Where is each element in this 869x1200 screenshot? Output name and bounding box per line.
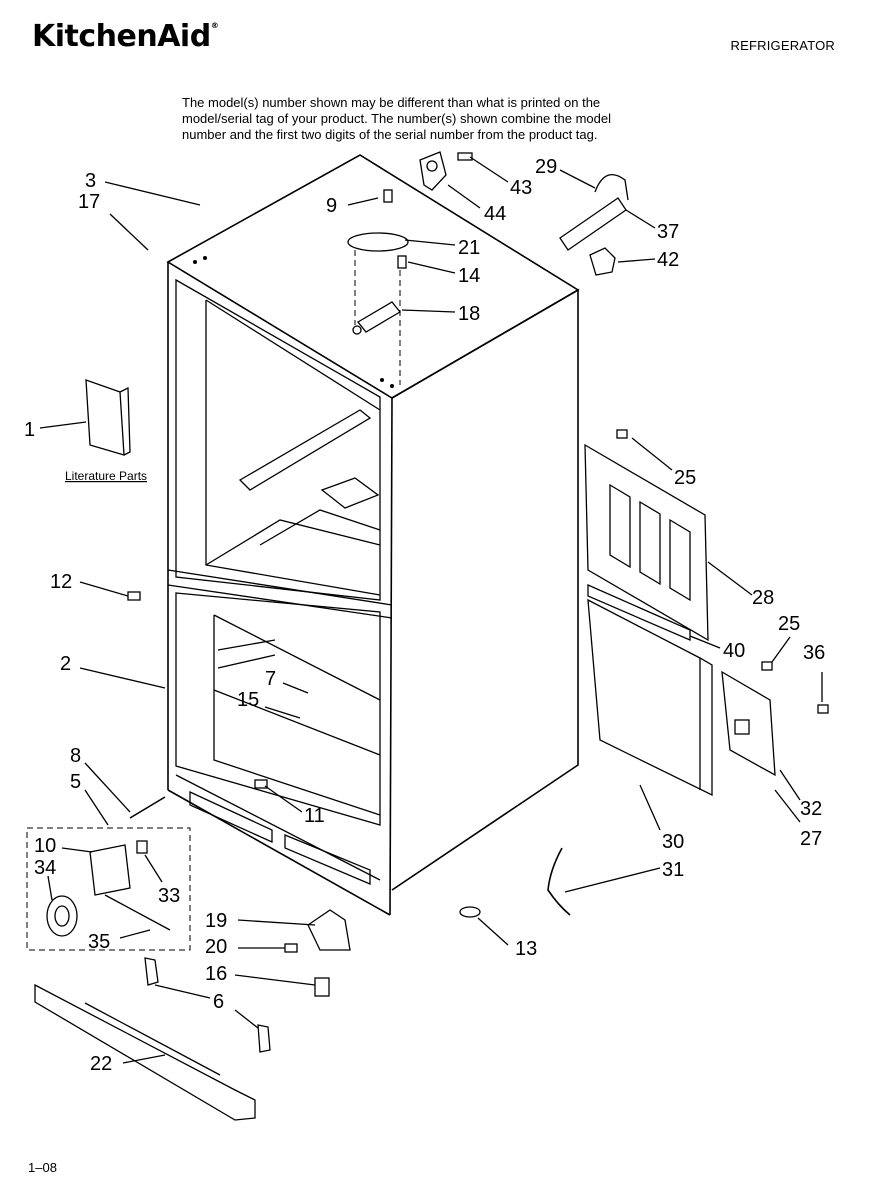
callout-5: 5 — [70, 771, 81, 793]
callout-28: 28 — [752, 587, 774, 609]
callout-9: 9 — [326, 195, 337, 217]
callout-34: 34 — [34, 857, 56, 879]
page-category: REFRIGERATOR — [730, 38, 835, 53]
callout-2: 2 — [60, 653, 71, 675]
callout-11: 11 — [304, 805, 325, 827]
callout-37: 37 — [657, 221, 679, 243]
callout-13: 13 — [515, 938, 537, 960]
callout-18: 18 — [458, 303, 480, 325]
callout-36: 36 — [803, 642, 825, 664]
callout-labels: 3 17 9 43 44 29 37 21 14 42 18 1 25 28 1… — [24, 156, 825, 1075]
callout-1: 1 — [24, 419, 35, 441]
callout-29: 29 — [535, 156, 557, 178]
callout-15: 15 — [237, 689, 259, 711]
page-code: 1–08 — [28, 1160, 57, 1175]
callout-33: 33 — [158, 885, 180, 907]
callout-30: 30 — [662, 831, 684, 853]
literature-parts-label: Literature Parts — [65, 469, 147, 483]
parts-drawings — [26, 151, 829, 1121]
callout-8: 8 — [70, 745, 81, 767]
callout-16: 16 — [205, 963, 227, 985]
callout-14: 14 — [458, 265, 480, 287]
callout-22: 22 — [90, 1053, 112, 1075]
callout-40: 40 — [723, 640, 745, 662]
callout-12: 12 — [50, 571, 72, 593]
callout-20: 20 — [205, 936, 227, 958]
notice-line: model/serial tag of your product. The nu… — [182, 111, 611, 126]
callout-44: 44 — [484, 203, 506, 225]
callout-17: 17 — [78, 191, 100, 213]
notice-line: number and the first two digits of the s… — [182, 127, 598, 142]
callout-43: 43 — [510, 177, 532, 199]
callout-42: 42 — [657, 249, 679, 271]
leader-lines — [39, 156, 823, 1064]
callout-27: 27 — [800, 828, 822, 850]
callout-31: 31 — [662, 859, 684, 881]
callout-3: 3 — [85, 170, 96, 192]
callout-21: 21 — [458, 237, 480, 259]
callout-35: 35 — [88, 931, 110, 953]
callout-6: 6 — [213, 991, 224, 1013]
model-notice: The model(s) number shown may be differe… — [182, 95, 682, 143]
callout-25: 25 — [674, 467, 696, 489]
brand-logo: KitchenAid® — [32, 19, 219, 54]
callout-10: 10 — [34, 835, 56, 857]
callout-25b: 25 — [778, 613, 800, 635]
notice-line: The model(s) number shown may be differe… — [182, 95, 601, 110]
callout-32: 32 — [800, 798, 822, 820]
callout-7: 7 — [265, 668, 276, 690]
callout-19: 19 — [205, 910, 227, 932]
cabinet-drawing — [166, 154, 580, 916]
